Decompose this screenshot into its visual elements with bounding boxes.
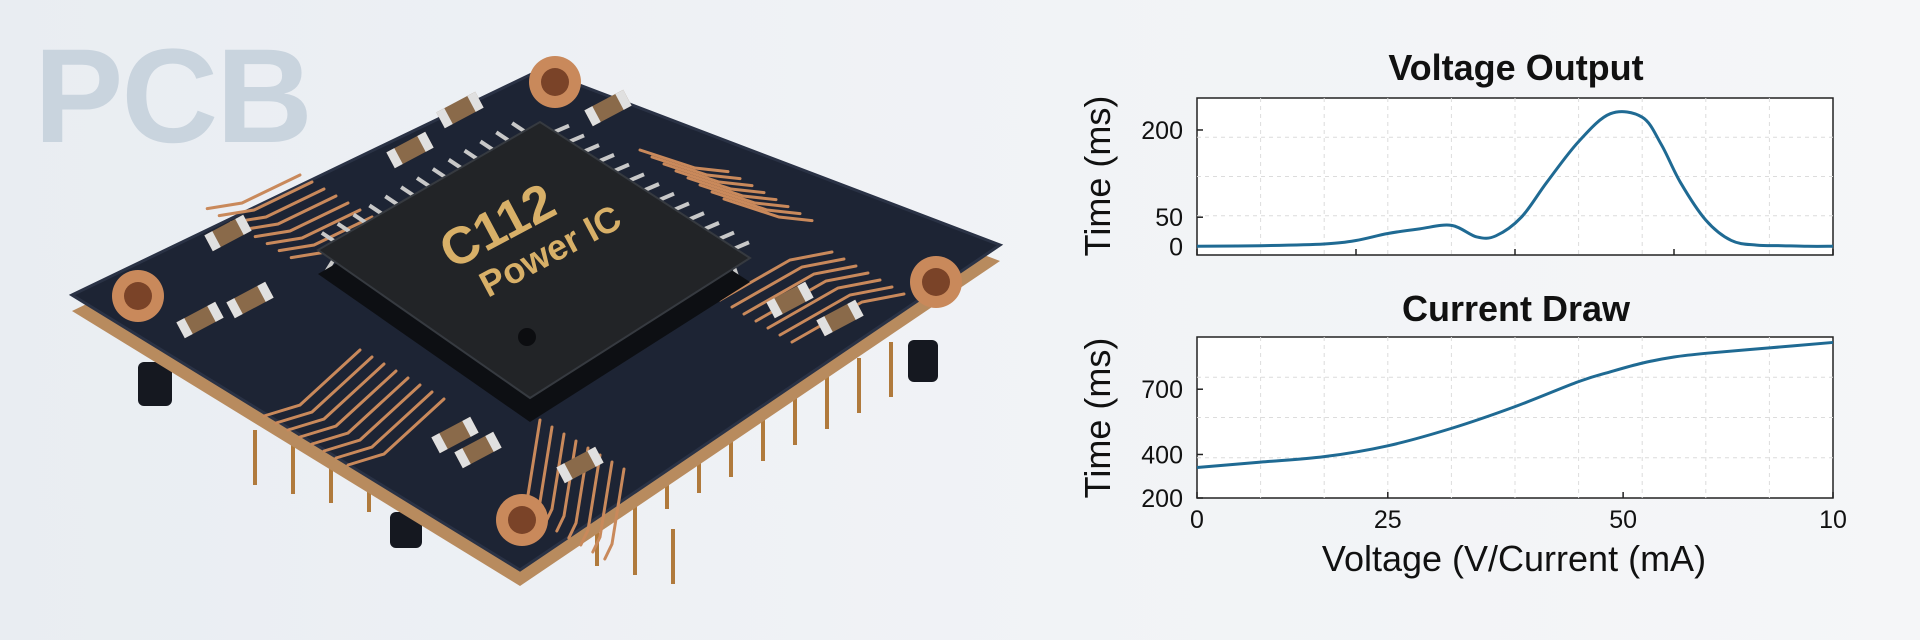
chip-pin xyxy=(336,222,351,234)
copper-trace xyxy=(334,390,434,460)
chip-pin xyxy=(644,182,660,192)
chip-pin xyxy=(511,121,526,133)
copper-trace xyxy=(277,215,374,253)
y-tick-label: 0 xyxy=(1169,233,1183,261)
chip-pin xyxy=(689,211,705,221)
smd-component xyxy=(766,281,814,319)
copper-trace xyxy=(253,201,350,239)
chip-pin xyxy=(415,176,431,188)
pcb-watermark: PCB xyxy=(34,22,313,171)
chip-pin xyxy=(584,143,600,153)
y-tick-label: 50 xyxy=(1155,204,1183,232)
chip-pin xyxy=(320,231,335,243)
copper-trace xyxy=(346,397,446,467)
y-tick-label: 200 xyxy=(1141,485,1183,513)
smd-component xyxy=(226,281,274,319)
copper-trace xyxy=(217,180,314,218)
chip-pin xyxy=(368,203,383,216)
copper-trace xyxy=(265,208,362,246)
pin1-marker xyxy=(518,328,536,346)
chip-pin xyxy=(629,172,645,183)
y-tick-label: 200 xyxy=(1141,117,1183,145)
chip-pin xyxy=(659,191,675,202)
chip-pin xyxy=(599,153,615,163)
chart1-title: Voltage Output xyxy=(1388,47,1643,88)
chip-pin xyxy=(447,158,462,170)
copper-trace xyxy=(698,183,790,209)
chip-pin xyxy=(463,148,478,161)
copper-trace xyxy=(638,148,730,174)
smd-component xyxy=(436,91,484,129)
copper-trace xyxy=(298,369,398,439)
x-tick-label: 10 xyxy=(1819,506,1847,534)
chip-pin xyxy=(554,123,570,134)
chip-body xyxy=(316,120,752,400)
chip-pin xyxy=(479,139,494,152)
chart1-y-ticks: 050 200 xyxy=(1141,117,1203,261)
chip-pin xyxy=(495,130,510,142)
chart1-frame xyxy=(1196,97,1834,256)
copper-trace xyxy=(591,460,614,554)
copper-trace xyxy=(205,173,302,211)
copper-trace xyxy=(742,264,858,316)
copper-trace xyxy=(286,362,386,432)
chip-pin xyxy=(614,162,630,173)
copper-trace xyxy=(718,250,834,302)
chip-pin xyxy=(384,194,399,206)
y-tick-label: 700 xyxy=(1141,376,1183,404)
chart2-x-ticks: 0 25 50 10 xyxy=(1190,492,1847,534)
chart1-ylabel: Time (ms) xyxy=(1077,96,1118,257)
smd-components xyxy=(176,89,864,484)
mount-posts xyxy=(138,340,938,548)
chart2-y-ticks: 200 400 700 xyxy=(1141,376,1203,513)
copper-trace xyxy=(603,467,626,561)
chip-pin xyxy=(674,201,690,212)
copper-trace xyxy=(241,194,338,232)
smd-component xyxy=(176,301,224,339)
copper-traces xyxy=(205,148,906,561)
copper-trace xyxy=(730,257,846,309)
copper-trace xyxy=(722,197,814,223)
copper-trace xyxy=(310,376,410,446)
copper-trace xyxy=(274,355,374,425)
smd-component xyxy=(556,446,604,484)
chart1-series-line xyxy=(1196,110,1834,248)
copper-trace xyxy=(662,162,754,188)
smd-component xyxy=(431,416,479,454)
chip-pin xyxy=(719,230,735,241)
copper-trace xyxy=(322,383,422,453)
copper-trace xyxy=(686,176,778,202)
chart2-title: Current Draw xyxy=(1402,288,1631,329)
chip-pin xyxy=(431,167,446,179)
x-tick-label: 0 xyxy=(1190,506,1204,534)
copper-trace xyxy=(778,285,894,337)
copper-trace xyxy=(674,169,766,195)
chart2-series-line xyxy=(1196,340,1834,470)
smd-component xyxy=(454,431,502,469)
chart2-ylabel: Time (ms) xyxy=(1077,338,1118,499)
mounting-holes xyxy=(112,56,962,546)
chart1-grid xyxy=(1196,98,1834,255)
copper-trace xyxy=(650,155,742,181)
smd-component xyxy=(816,299,864,337)
x-tick-label: 50 xyxy=(1609,506,1637,534)
chip-pin xyxy=(352,212,367,225)
chip-pin xyxy=(704,221,720,231)
smd-component xyxy=(584,89,632,127)
chip-pin xyxy=(569,133,585,144)
copper-trace xyxy=(579,453,602,547)
chip-pin xyxy=(400,185,415,197)
x-tick-label: 25 xyxy=(1374,506,1402,534)
y-tick-label: 400 xyxy=(1141,441,1183,469)
smd-component xyxy=(386,131,434,169)
copper-trace xyxy=(710,190,802,216)
copper-trace xyxy=(262,348,362,418)
chart2-xlabel: Voltage (V/Current (mA) xyxy=(1322,538,1706,579)
copper-trace xyxy=(790,292,906,344)
copper-trace xyxy=(766,278,882,330)
chip-pin xyxy=(734,240,750,251)
smd-component xyxy=(204,214,252,252)
